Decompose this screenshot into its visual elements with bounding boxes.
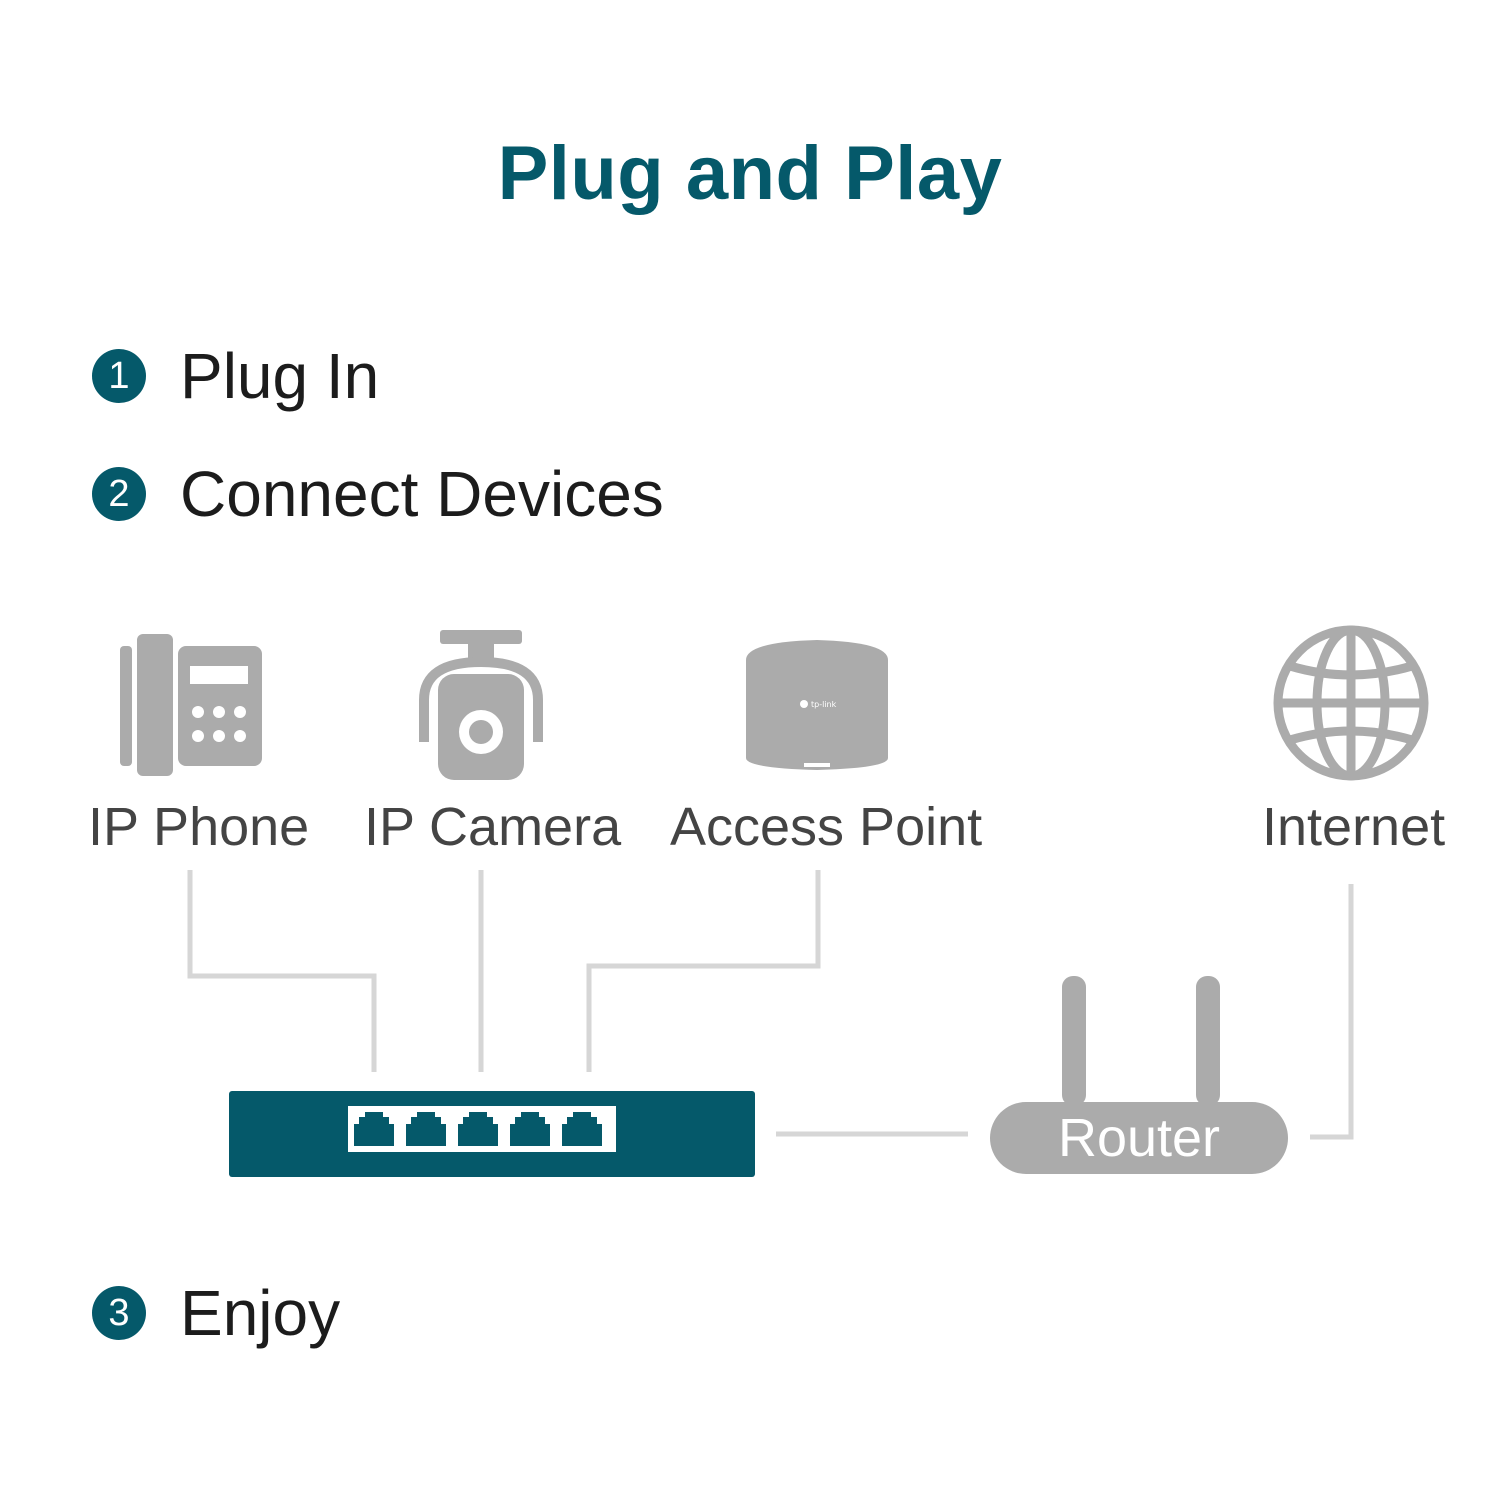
ethernet-port-icon bbox=[458, 1112, 498, 1146]
step-label: Plug In bbox=[180, 340, 380, 412]
ethernet-port-icon bbox=[406, 1112, 446, 1146]
internet-label: Internet bbox=[1262, 797, 1446, 857]
access-point-cable bbox=[586, 870, 821, 1072]
access-point-icon: tp-link bbox=[746, 640, 888, 770]
phone-cable bbox=[187, 870, 377, 1072]
tp-link-logo-icon bbox=[800, 700, 808, 708]
globe-icon bbox=[1273, 625, 1429, 781]
antenna bbox=[1196, 976, 1220, 1106]
step-connect-devices: 2 Connect Devices bbox=[92, 458, 664, 530]
ip-phone-icon bbox=[120, 634, 262, 776]
access-point-label: Access Point bbox=[670, 797, 983, 857]
step-number-badge: 2 bbox=[92, 467, 146, 521]
ethernet-port-icon bbox=[354, 1112, 394, 1146]
ip-camera-icon bbox=[419, 630, 543, 780]
step-number-badge: 1 bbox=[92, 349, 146, 403]
ethernet-port-icon bbox=[562, 1112, 602, 1146]
ethernet-port-icon bbox=[510, 1112, 550, 1146]
step-label: Connect Devices bbox=[180, 458, 664, 530]
antenna bbox=[1062, 976, 1086, 1106]
internet-cable bbox=[1310, 884, 1354, 1140]
router-icon bbox=[990, 976, 1288, 1174]
step-plug-in: 1 Plug In bbox=[92, 340, 379, 412]
ip-camera-label: IP Camera bbox=[364, 797, 622, 857]
ip-phone-label: IP Phone bbox=[88, 797, 310, 857]
page-title: Plug and Play bbox=[497, 131, 1003, 216]
step-label: Enjoy bbox=[180, 1277, 341, 1349]
step-number-badge: 3 bbox=[92, 1286, 146, 1340]
step-enjoy: 3 Enjoy bbox=[92, 1277, 340, 1349]
router-label: Router bbox=[1057, 1108, 1221, 1168]
access-point-logo-text: tp-link bbox=[811, 700, 837, 709]
switch-ports bbox=[348, 1106, 616, 1152]
